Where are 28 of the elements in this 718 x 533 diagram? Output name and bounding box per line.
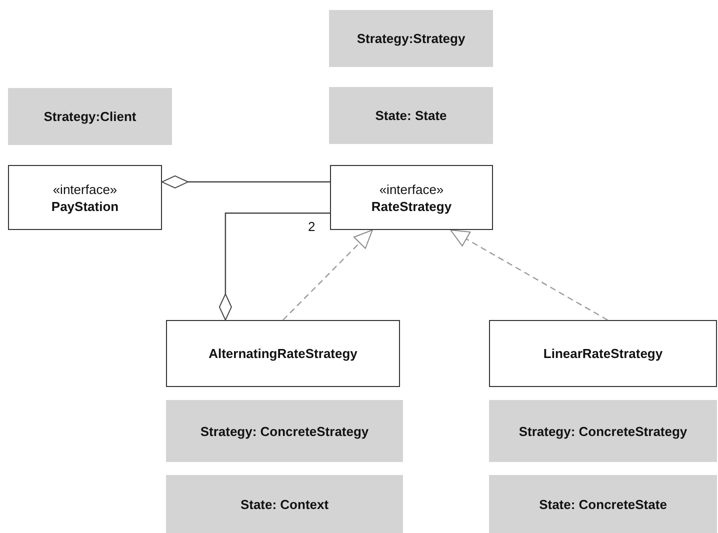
aggregation-line	[162, 175, 330, 188]
aggregation-line	[218, 212, 330, 320]
stereotype-text: «interface»	[379, 180, 444, 198]
role-label-box	[489, 475, 717, 533]
class-name: LinearRateStrategy	[543, 345, 663, 362]
class-name: RateStrategy	[371, 198, 452, 214]
role-label-box	[166, 400, 403, 462]
role-text: Strategy: ConcreteStrategy	[200, 422, 369, 440]
role-text: Strategy: ConcreteStrategy	[518, 422, 688, 440]
class-box	[8, 165, 162, 230]
realization-arrow	[282, 230, 373, 320]
class-box	[166, 320, 400, 387]
class-box	[330, 165, 493, 230]
stereotype-text: «interface»	[52, 180, 118, 198]
class-name: AlternatingRateStrategy	[208, 345, 358, 362]
role-label-box	[489, 400, 717, 462]
role-text: State: ConcreteState	[539, 496, 667, 512]
class-box	[489, 320, 717, 387]
role-text: Strategy:Strategy	[356, 30, 466, 47]
class-name: PayStation	[51, 198, 119, 214]
role-text: Strategy:Client	[44, 108, 136, 125]
role-text: State: Context	[240, 496, 329, 512]
role-label-box	[329, 87, 493, 144]
role-text: State: State	[375, 107, 447, 124]
role-label-box	[166, 475, 403, 533]
realization-arrow	[450, 229, 608, 321]
role-label-box	[329, 10, 493, 67]
role-label-box	[8, 88, 172, 145]
